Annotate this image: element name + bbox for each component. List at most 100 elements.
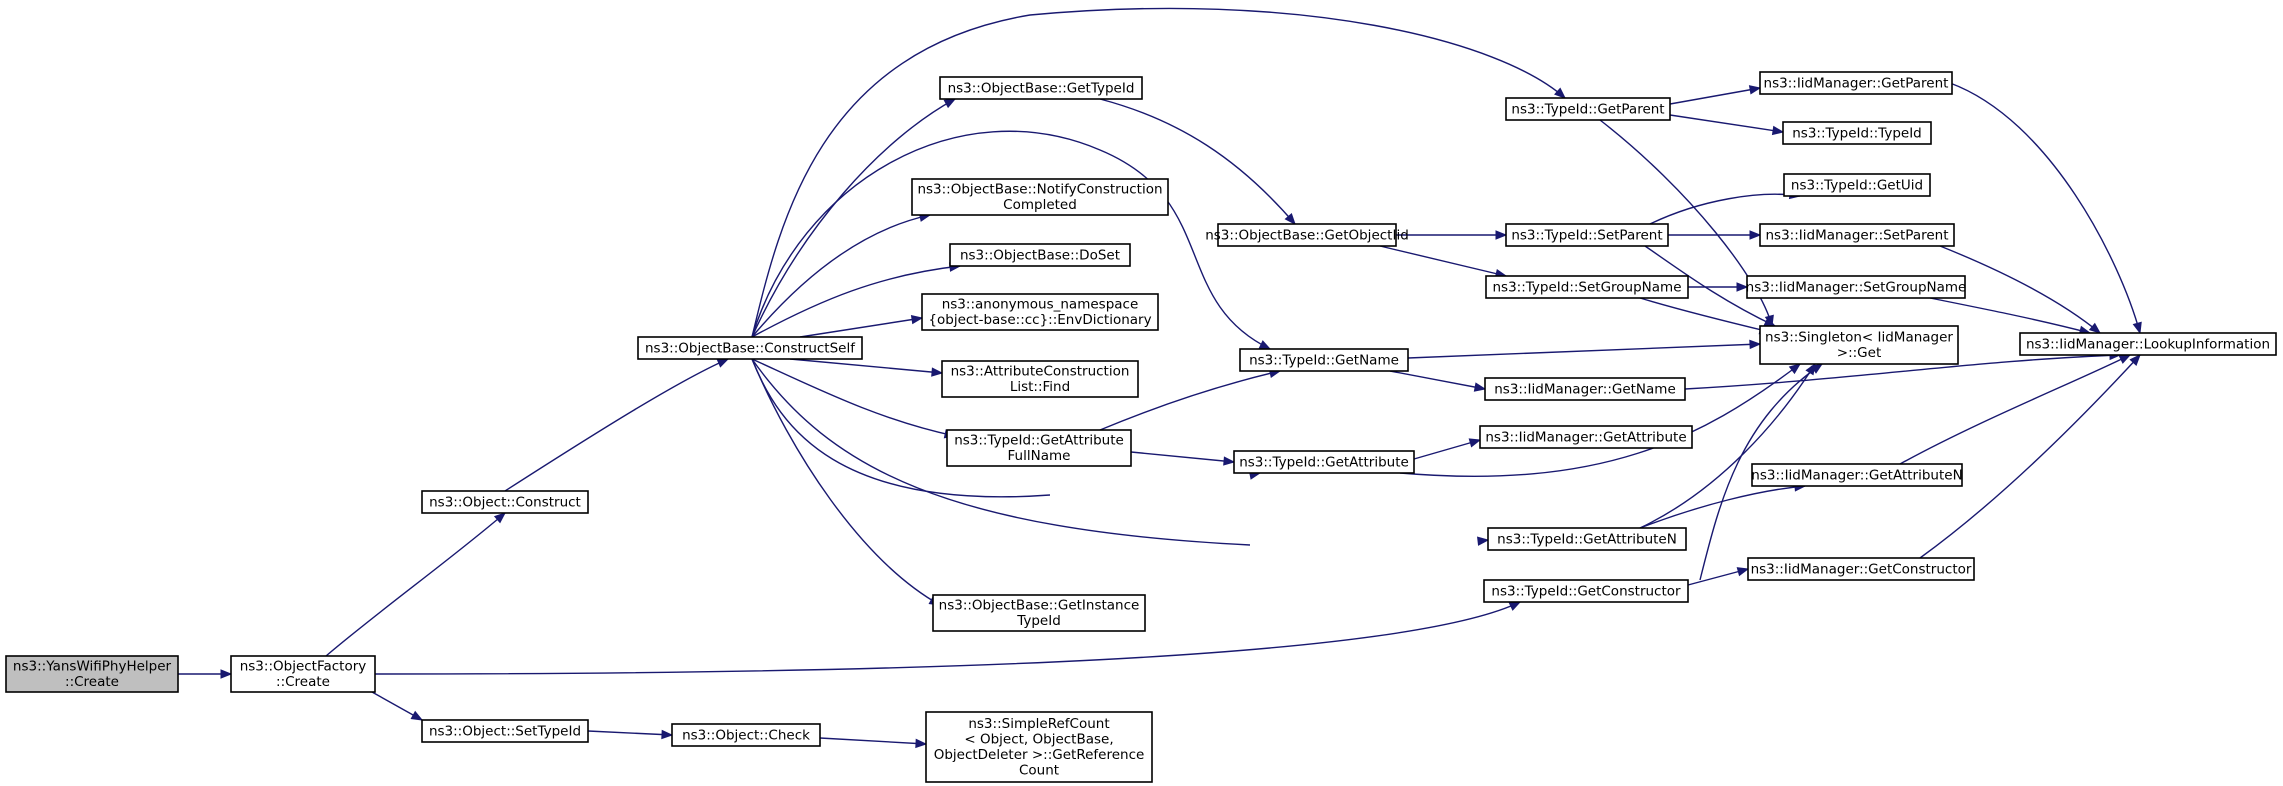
node-iid_getattrn[interactable]: ns3::IidManager::GetAttributeN	[1751, 463, 1963, 487]
edge-factory-to-settypeid	[371, 691, 424, 721]
node-tid_setgroup[interactable]: ns3::TypeId::SetGroupName	[1485, 275, 1689, 299]
node-box	[1487, 527, 1687, 551]
arrowhead	[220, 669, 233, 679]
edge-tid_setparent-to-iid_setparent	[1668, 230, 1762, 240]
node-tid_setparent[interactable]: ns3::TypeId::SetParent	[1505, 223, 1669, 247]
node-tid_getctor[interactable]: ns3::TypeId::GetConstructor	[1483, 579, 1689, 603]
node-box	[1782, 121, 1932, 145]
node-tid_getparent[interactable]: ns3::TypeId::GetParent	[1505, 97, 1671, 121]
edge-line	[504, 358, 729, 492]
node-iid_getattr[interactable]: ns3::IidManager::GetAttribute	[1479, 425, 1693, 449]
node-envdict[interactable]: ns3::anonymous_namespace{object-base::cc…	[921, 293, 1159, 331]
edge-check-to-getref	[819, 737, 928, 749]
node-label-line: ns3::TypeId::GetUid	[1791, 177, 1923, 193]
node-box	[637, 336, 863, 360]
node-constructself[interactable]: ns3::ObjectBase::ConstructSelf	[637, 336, 863, 360]
node-doset[interactable]: ns3::ObjectBase::DoSet	[949, 243, 1131, 267]
node-construct[interactable]: ns3::Object::Construct	[421, 490, 589, 514]
edge-tid_setgroup-to-iid_setgroup	[1688, 282, 1749, 292]
edge-line	[1379, 245, 1507, 277]
edge-constructself-to-acl_find	[789, 358, 944, 377]
edge-constructself-to-tid_getattrn	[751, 358, 1490, 546]
node-getobjectiid[interactable]: ns3::ObjectBase::GetObjectIid	[1205, 223, 1409, 247]
edge-line	[751, 130, 1271, 350]
edge-line	[1399, 363, 1801, 478]
node-label-line: ns3::TypeId::GetAttribute	[954, 433, 1124, 449]
edge-factory-to-tid_getctor	[374, 601, 1522, 675]
node-box	[911, 178, 1169, 216]
node-label-line: ns3::TypeId::SetGroupName	[1492, 279, 1681, 295]
node-iid_setparent[interactable]: ns3::IidManager::SetParent	[1759, 223, 1955, 247]
node-box	[5, 655, 179, 693]
node-lookup[interactable]: ns3::IidManager::LookupInformation	[2019, 332, 2277, 356]
edge-tid_getattrn-to-iid_getattrn	[1639, 482, 1807, 529]
node-box	[1751, 463, 1963, 487]
edge-tid_getname-to-singleton	[1407, 339, 1762, 359]
edge-line	[751, 7, 1566, 338]
node-box	[421, 490, 589, 514]
node-box	[941, 360, 1139, 398]
node-singleton[interactable]: ns3::Singleton< IidManager>::Get	[1759, 325, 1959, 365]
node-label-line: ns3::ObjectBase::DoSet	[960, 247, 1120, 263]
arrowhead	[1468, 438, 1482, 448]
node-label-line: Count	[1019, 763, 1059, 779]
node-yans[interactable]: ns3::YansWifiPhyHelper::Create	[5, 655, 179, 693]
node-getref[interactable]: ns3::SimpleRefCount< Object, ObjectBase,…	[925, 711, 1153, 783]
edge-line	[1407, 343, 1761, 359]
edge-line	[1639, 363, 1816, 529]
edge-getattrfull-to-tid_getattr	[1130, 451, 1236, 466]
node-iid_getparent[interactable]: ns3::IidManager::GetParent	[1759, 71, 1953, 95]
edge-line	[1639, 297, 1771, 333]
edge-iid_getparent-to-lookup	[1949, 82, 2142, 335]
edge-line	[819, 737, 927, 745]
arrowhead	[2088, 322, 2102, 334]
node-tid_getuid[interactable]: ns3::TypeId::GetUid	[1783, 173, 1931, 197]
node-tid_getattr[interactable]: ns3::TypeId::GetAttribute	[1233, 450, 1415, 474]
node-label-line: ns3::IidManager::LookupInformation	[2026, 336, 2270, 352]
node-ob_gettypeid[interactable]: ns3::ObjectBase::GetTypeId	[939, 76, 1143, 100]
edge-tid_getattr-to-singleton	[1399, 363, 1802, 478]
node-factory[interactable]: ns3::ObjectFactory::Create	[230, 655, 376, 693]
node-label-line: ns3::ObjectBase::NotifyConstruction	[917, 182, 1162, 198]
node-box	[1217, 223, 1397, 247]
node-iid_getname[interactable]: ns3::IidManager::GetName	[1484, 377, 1686, 401]
node-box	[1505, 97, 1671, 121]
node-tid_getattrn[interactable]: ns3::TypeId::GetAttributeN	[1487, 527, 1687, 551]
arrowhead	[1477, 536, 1490, 546]
node-tid_typeid[interactable]: ns3::TypeId::TypeId	[1782, 121, 1932, 145]
node-label-line: ns3::anonymous_namespace	[942, 297, 1139, 313]
node-tid_getname[interactable]: ns3::TypeId::GetName	[1239, 348, 1409, 372]
node-iid_setgroup[interactable]: ns3::IidManager::SetGroupName	[1746, 275, 1967, 299]
edge-tid_getctor-to-iid_getctor	[1687, 567, 1750, 586]
node-box	[946, 429, 1132, 467]
edge-tid_getparent-to-tid_typeid	[1669, 114, 1785, 136]
edge-line	[1644, 245, 1776, 327]
edge-line	[325, 512, 506, 657]
edge-settypeid-to-check	[587, 729, 674, 740]
node-label-line: ns3::ObjectBase::ConstructSelf	[645, 340, 856, 356]
node-label-line: ns3::YansWifiPhyHelper	[13, 659, 172, 675]
node-label-line: ns3::IidManager::SetParent	[1766, 227, 1949, 243]
node-label-line: ns3::ObjectFactory	[240, 659, 367, 675]
node-label-line: {object-base::cc}::EnvDictionary	[928, 312, 1151, 328]
node-settypeid[interactable]: ns3::Object::SetTypeId	[421, 719, 589, 743]
node-notify[interactable]: ns3::ObjectBase::NotifyConstructionCompl…	[911, 178, 1169, 216]
node-box	[2019, 332, 2277, 356]
node-iid_getctor[interactable]: ns3::IidManager::GetConstructor	[1747, 557, 1975, 581]
edge-factory-to-construct	[325, 512, 507, 657]
arrowhead	[1771, 125, 1785, 136]
edge-line	[587, 730, 673, 736]
edge-line	[1130, 451, 1235, 463]
node-check[interactable]: ns3::Object::Check	[671, 723, 821, 747]
node-label-line: ns3::ObjectBase::GetObjectIid	[1205, 227, 1409, 243]
edge-line	[751, 214, 931, 338]
arrowhead	[1473, 382, 1487, 392]
node-label-line: ns3::Object::SetTypeId	[429, 723, 581, 739]
edge-line	[1919, 354, 2141, 559]
edge-line	[751, 358, 956, 437]
arrowhead	[1223, 456, 1236, 466]
node-label-line: ns3::IidManager::GetConstructor	[1751, 561, 1972, 577]
